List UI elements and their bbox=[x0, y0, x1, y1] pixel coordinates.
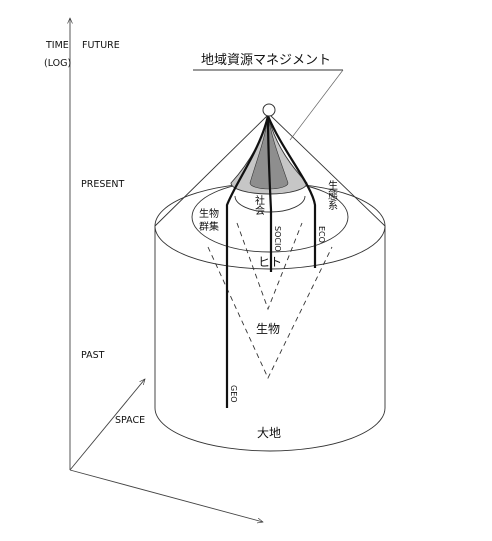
space-label: SPACE bbox=[115, 415, 145, 426]
eco-line bbox=[266, 115, 317, 268]
community-label-line2: 群集 bbox=[199, 220, 219, 233]
past-label: PAST bbox=[81, 350, 105, 361]
eco-label: ECO bbox=[317, 226, 326, 243]
cylinder-body bbox=[154, 226, 386, 452]
present-label: PRESENT bbox=[81, 179, 124, 190]
space-axis bbox=[69, 379, 145, 471]
human-triangle bbox=[236, 222, 303, 311]
diagram-title: 地域資源マネジメント bbox=[201, 53, 331, 68]
geo-line bbox=[225, 115, 270, 408]
cone-left-line bbox=[154, 115, 268, 227]
socio-line bbox=[266, 115, 273, 272]
time-label: TIME bbox=[45, 40, 69, 51]
log-label: (LOG) bbox=[44, 58, 71, 69]
organisms-label: 生物 bbox=[256, 322, 280, 336]
socio-label: SOCIO bbox=[273, 226, 282, 252]
geo-label: GEO bbox=[229, 385, 238, 403]
society-label: 社会 bbox=[253, 194, 265, 216]
apex-circle bbox=[262, 103, 276, 117]
earth-label: 大地 bbox=[257, 426, 281, 440]
community-label-line1: 生物 bbox=[199, 207, 219, 220]
future-label: FUTURE bbox=[82, 40, 120, 51]
human-label: ヒト bbox=[258, 255, 282, 269]
depth-axis bbox=[69, 469, 263, 522]
cone-right-line bbox=[270, 115, 386, 227]
title-leader bbox=[289, 69, 344, 141]
ecosystem-label: 生態系 bbox=[326, 179, 338, 210]
